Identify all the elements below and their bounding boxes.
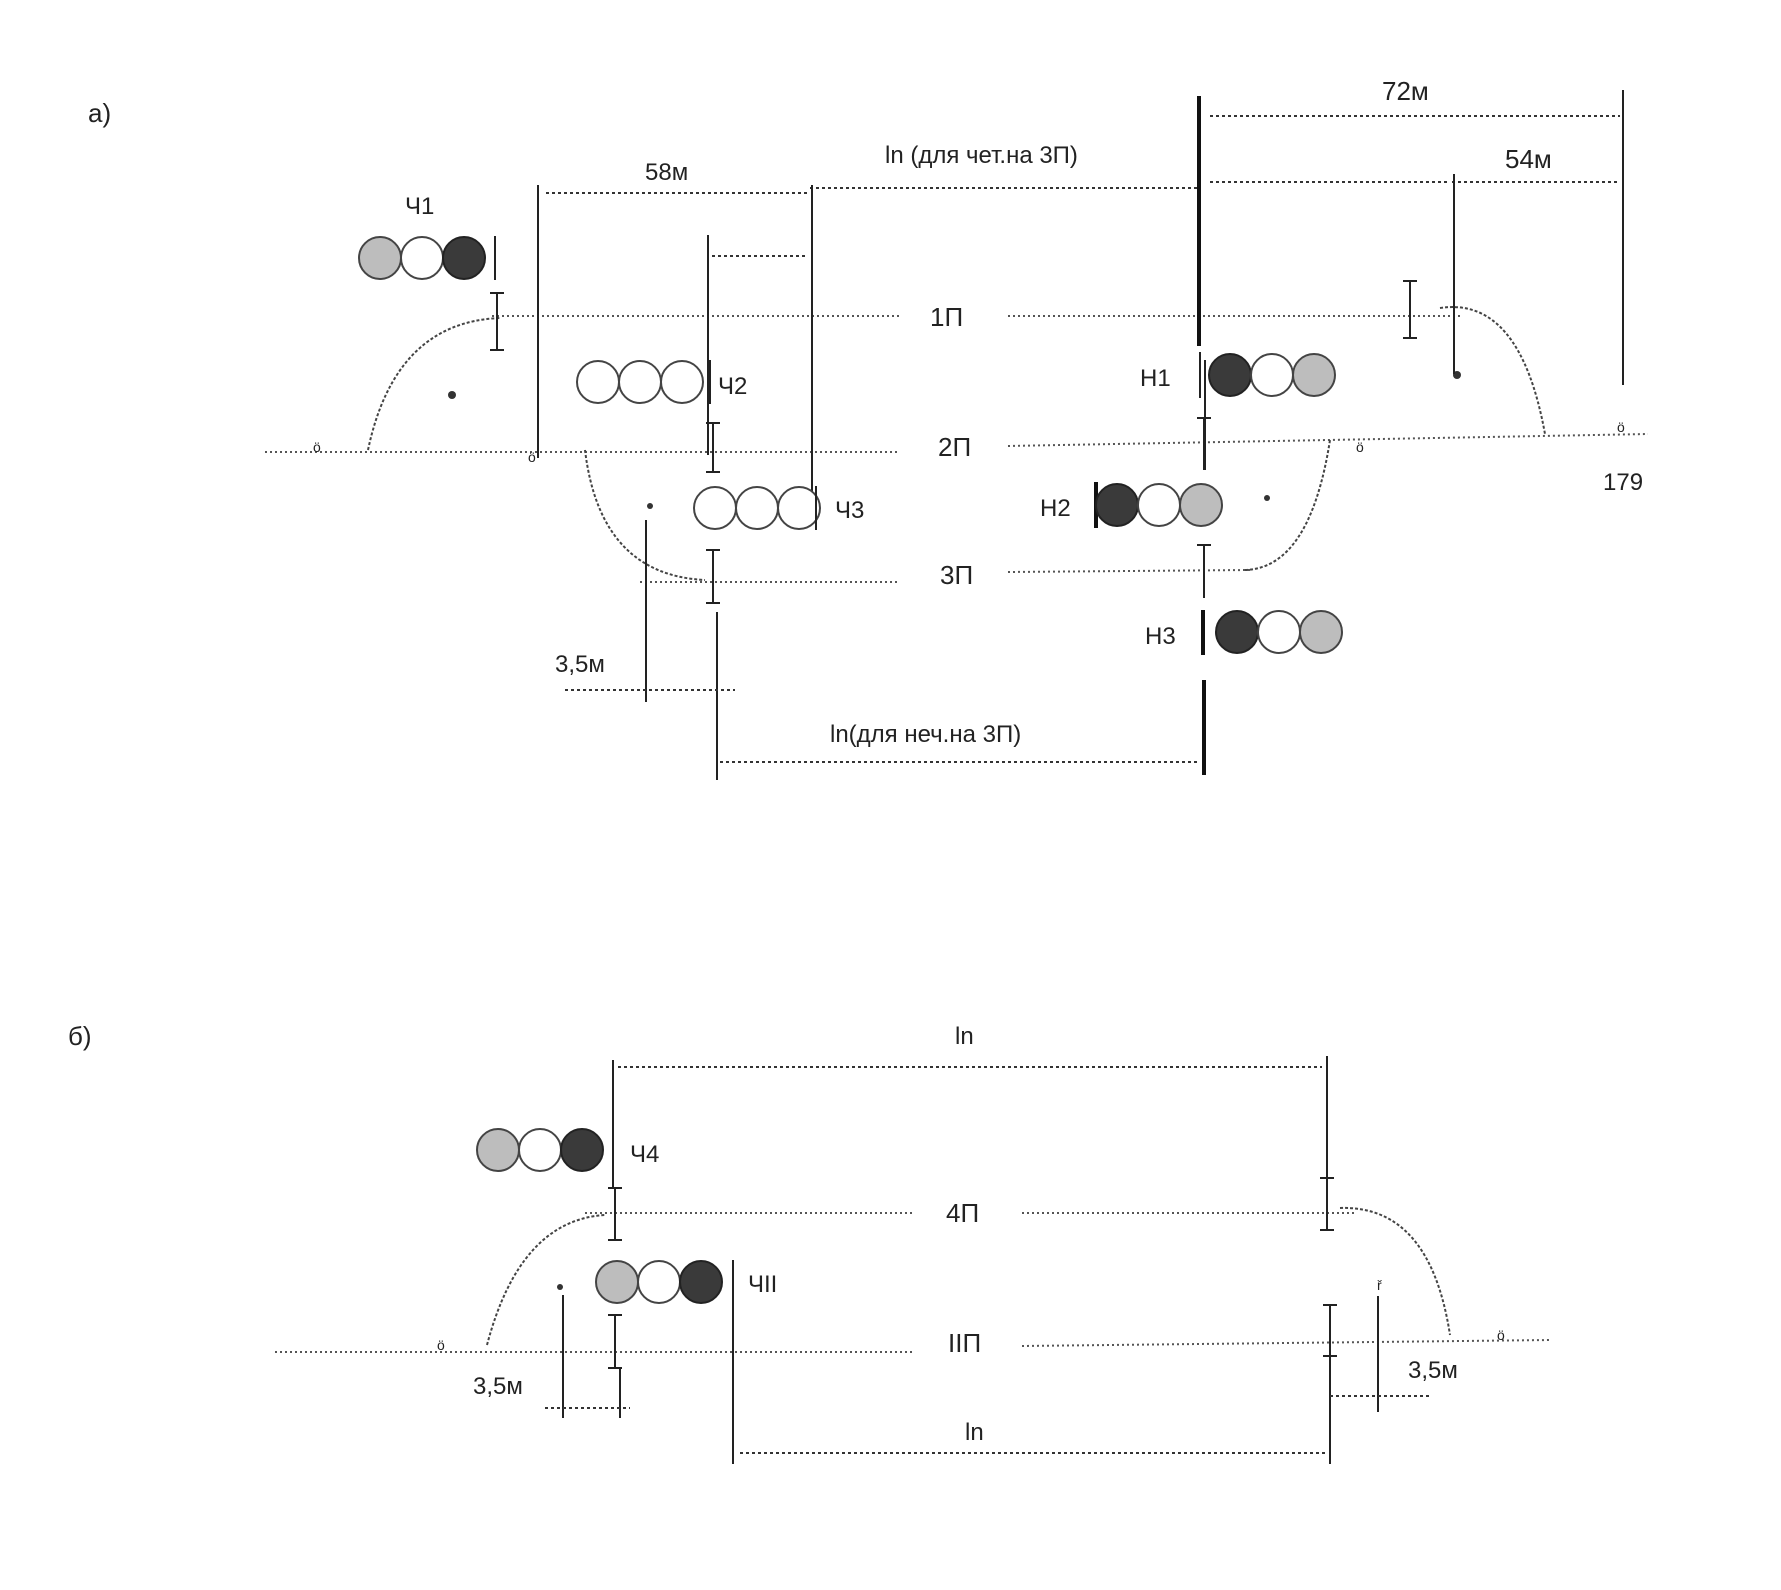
signal-n1-label: Н1	[1140, 365, 1171, 392]
signal-n1-lamp-3	[1292, 353, 1336, 397]
dim-ln-odd-label: ln (для чет.на 3П)	[885, 142, 1078, 169]
insulation-dot-2	[647, 503, 653, 509]
dim-35-left-label: 3,5м	[473, 1373, 523, 1400]
signal-chii-lamp-1	[595, 1260, 639, 1304]
dim-ln-even-label: ln(для неч.на 3П)	[830, 721, 1021, 748]
signal-n3-lamp-2	[1257, 610, 1301, 654]
signal-ch4: Ч4	[476, 1128, 659, 1172]
signal-ch2-lamp-1	[576, 360, 620, 404]
turnout-curve-4-right	[1339, 1206, 1451, 1336]
signal-ch4-label: Ч4	[630, 1141, 659, 1168]
switch-number: 179	[1603, 469, 1643, 496]
track-3-line-right	[1007, 569, 1251, 573]
switch-mark-b2: ö	[1497, 1327, 1505, 1343]
switch-mark-4: ö	[1617, 419, 1625, 435]
signal-ch3-lamp-2	[735, 486, 779, 530]
panel-a: а) ö ö ö ö 72м 54м ln (для чет.на 3П)	[88, 76, 1649, 780]
signal-ch1-label: Ч1	[405, 193, 434, 220]
signal-n2-label: Н2	[1040, 495, 1071, 522]
signal-chii: ЧII	[595, 1260, 777, 1304]
insulation-dot-1	[448, 391, 456, 399]
signal-ch2-lamp-2	[618, 360, 662, 404]
switch-mark-2: ö	[528, 449, 536, 465]
switch-mark-3: ö	[1356, 439, 1364, 455]
track-1-label: 1П	[930, 302, 963, 332]
signal-n2-lamp-3	[1179, 483, 1223, 527]
signal-ch2-label: Ч2	[718, 373, 747, 400]
insulation-mark-b2: ř	[1377, 1277, 1382, 1293]
dim-58-label: 58м	[645, 159, 688, 186]
signal-n3: Н3	[1145, 610, 1343, 655]
signal-ch3-label: Ч3	[835, 497, 864, 524]
turnout-curve-3-right	[1244, 439, 1331, 571]
signal-n3-label: Н3	[1145, 623, 1176, 650]
switch-mark-b1: ö	[437, 1337, 445, 1353]
insulation-dot-b1	[557, 1284, 563, 1290]
signal-n2: Н2	[1040, 482, 1223, 528]
dim-ln-bottom-label: ln	[965, 1419, 984, 1446]
signal-ch1-lamp-2	[400, 236, 444, 280]
signal-ch3: Ч3	[693, 486, 864, 530]
signal-n3-lamp-1	[1215, 610, 1259, 654]
panel-b: б) ö ö ř ln ln 3,5м	[68, 1021, 1551, 1464]
track-2-label: 2П	[938, 432, 971, 462]
turnout-curve-1-right	[1439, 306, 1546, 435]
track-3-label: 3П	[940, 560, 973, 590]
insulation-dot-3	[1264, 495, 1270, 501]
track-ii-line-right	[1021, 1339, 1551, 1347]
signal-ch4-lamp-3	[560, 1128, 604, 1172]
signal-ch4-lamp-2	[518, 1128, 562, 1172]
signal-ch3-lamp-3	[777, 486, 821, 530]
switch-mark-1: ö	[313, 439, 321, 455]
signal-ch1-lamp-3	[442, 236, 486, 280]
signal-chii-lamp-3	[679, 1260, 723, 1304]
panel-b-label: б)	[68, 1021, 92, 1051]
dim-35-label: 3,5м	[555, 651, 605, 678]
signal-ch2-lamp-3	[660, 360, 704, 404]
signal-n2-lamp-2	[1137, 483, 1181, 527]
track-2-line-right	[1007, 433, 1649, 447]
dim-54-label: 54м	[1505, 144, 1552, 174]
dim-ln-top-label: ln	[955, 1023, 974, 1050]
signal-ch1-lamp-1	[358, 236, 402, 280]
dim-35-right-label: 3,5м	[1408, 1357, 1458, 1384]
signal-n2-lamp-1	[1095, 483, 1139, 527]
track-ii-label: IIП	[948, 1328, 981, 1358]
signal-ch1: Ч1	[358, 193, 496, 280]
signal-n3-lamp-3	[1299, 610, 1343, 654]
signal-ch2: Ч2	[576, 360, 747, 404]
turnout-curve-1-left	[367, 317, 501, 451]
signal-ch4-lamp-1	[476, 1128, 520, 1172]
signal-n1: Н1	[1140, 352, 1336, 398]
dim-72-label: 72м	[1382, 76, 1429, 106]
signal-n1-lamp-1	[1208, 353, 1252, 397]
signal-n1-lamp-2	[1250, 353, 1294, 397]
joint-marks-a	[490, 280, 1417, 604]
signal-chii-label: ЧII	[748, 1271, 777, 1298]
track-4-label: 4П	[946, 1198, 979, 1228]
signal-chii-lamp-2	[637, 1260, 681, 1304]
signal-ch3-lamp-1	[693, 486, 737, 530]
panel-a-label: а)	[88, 98, 111, 128]
turnout-curve-4-left	[486, 1214, 606, 1346]
turnout-curve-3-left	[584, 449, 706, 581]
